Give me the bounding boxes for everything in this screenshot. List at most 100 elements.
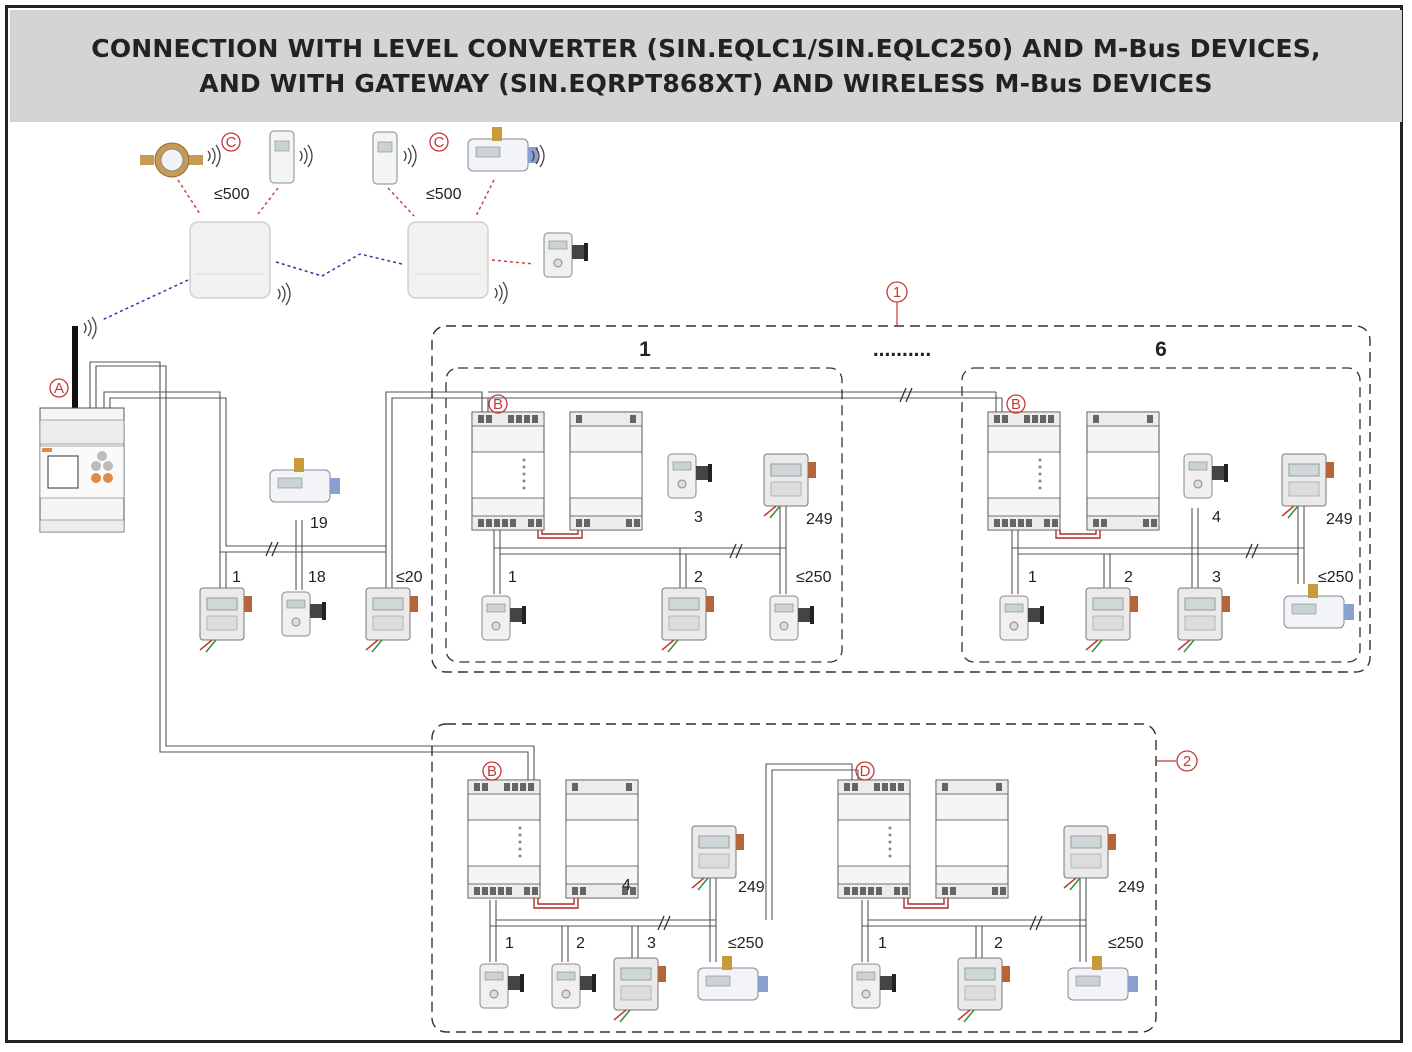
water-meter-icon — [140, 142, 203, 178]
meter-label: 249 — [1326, 511, 1353, 528]
ultrasonic-meter-icon — [697, 955, 769, 1001]
meter-label: 1 — [1028, 569, 1037, 586]
wireless-waves-icon — [207, 144, 221, 168]
meter-label: ≤250 — [1108, 935, 1144, 952]
power-supply-module — [935, 779, 1009, 899]
wireless-section: C C ≤500 ≤500 — [101, 126, 589, 321]
wireless-waves-icon — [403, 144, 417, 168]
ultrasonic-meter-icon — [467, 126, 539, 172]
marker-c-right-label: C — [434, 134, 445, 151]
antenna — [72, 326, 78, 412]
marker-c-left-label: C — [226, 134, 237, 151]
meter-label: 3 — [1212, 569, 1221, 586]
heat-meter-icon — [661, 587, 715, 653]
wireless-waves-icon — [277, 282, 291, 306]
direct-bus-meters: 19 1 18 ≤20 — [199, 457, 423, 653]
ultrasonic-meter-icon — [269, 457, 341, 503]
marker-b-label: B — [493, 396, 503, 413]
gateway-repeater-left — [189, 221, 271, 299]
group-1-boundary — [431, 325, 1371, 673]
power-links — [533, 530, 1101, 909]
water-meter-icon — [769, 595, 815, 641]
heat-cost-allocator-icon — [269, 130, 295, 184]
water-meter-icon — [551, 963, 597, 1009]
marker-a-label: A — [54, 380, 64, 397]
marker-c-right — [429, 132, 449, 152]
meter-label: 4 — [622, 877, 631, 894]
water-meter-icon — [999, 595, 1045, 641]
gateway-repeater-right — [407, 221, 489, 299]
meter-label: 249 — [738, 879, 765, 896]
level-converter-module — [837, 779, 911, 899]
meter-label: 3 — [647, 935, 656, 952]
marker-b-label: B — [1011, 396, 1021, 413]
heat-meter-icon — [957, 957, 1011, 1023]
meter-label: 2 — [576, 935, 585, 952]
group-1-unit-first — [445, 367, 843, 663]
wireless-waves-icon — [299, 144, 313, 168]
meter-label-19: 19 — [310, 515, 328, 532]
meter-label-20: ≤20 — [396, 569, 423, 586]
marker-d-label: D — [860, 763, 871, 780]
wireless-limit-right: ≤500 — [426, 186, 462, 203]
wireless-meter-links — [177, 179, 535, 265]
meter-label: 3 — [694, 509, 703, 526]
title-banner: CONNECTION WITH LEVEL CONVERTER (SIN.EQL… — [10, 10, 1402, 122]
level-converter-module — [987, 411, 1061, 531]
title-line-2: AND WITH GATEWAY (SIN.EQRPT868XT) AND WI… — [199, 69, 1213, 98]
heat-meter-icon — [365, 587, 419, 653]
group-1-unit-last — [961, 367, 1361, 663]
water-meter-icon — [281, 591, 327, 637]
group-1-dots: .......... — [873, 338, 931, 361]
level-converter-module — [467, 779, 541, 899]
power-supply-module — [1086, 411, 1160, 531]
power-supply-module — [569, 411, 643, 531]
marker-2-label: 2 — [1183, 753, 1191, 770]
group-1: 1 1 .......... 6 B 3 249 1 2 ≤250 B 4 24… — [431, 281, 1371, 673]
heat-meter-icon — [763, 453, 817, 519]
heat-meter-icon — [1177, 587, 1231, 653]
title-line-1: CONNECTION WITH LEVEL CONVERTER (SIN.EQL… — [91, 34, 1321, 63]
master-controller: A — [39, 316, 125, 533]
wireless-waves-icon — [494, 281, 508, 305]
meter-label: 1 — [508, 569, 517, 586]
wireless-water-meter-icon — [543, 232, 589, 278]
level-converter-module — [471, 411, 545, 531]
water-meter-icon — [851, 963, 897, 1009]
controller-display — [47, 455, 79, 489]
meter-label: 249 — [806, 511, 833, 528]
heat-meter-icon — [613, 957, 667, 1023]
heat-meter-icon — [691, 825, 745, 891]
water-meter-icon — [667, 453, 713, 499]
group-1-header-last: 6 — [1155, 338, 1167, 361]
meter-label-1: 1 — [232, 569, 241, 586]
marker-c-left — [221, 132, 241, 152]
meter-label: ≤250 — [728, 935, 764, 952]
meter-label: 2 — [1124, 569, 1133, 586]
meter-label: 1 — [878, 935, 887, 952]
ultrasonic-meter-icon — [1283, 583, 1355, 629]
meter-label: 249 — [1118, 879, 1145, 896]
heat-meter-icon — [1085, 587, 1139, 653]
meter-label: 2 — [994, 935, 1003, 952]
marker-1-label: 1 — [893, 284, 901, 301]
cable-break-marks — [265, 387, 1259, 931]
water-meter-icon — [481, 595, 527, 641]
meter-label: ≤250 — [1318, 569, 1354, 586]
group-2-boundary — [431, 723, 1157, 1033]
meter-label: ≤250 — [796, 569, 832, 586]
group-1-header-first: 1 — [639, 338, 651, 361]
marker-b-label: B — [487, 763, 497, 780]
heat-meter-icon — [1281, 453, 1335, 519]
group-2: 2 B 4 249 1 2 3 ≤250 D 249 1 2 ≤250 — [431, 723, 1198, 1033]
heat-meter-icon — [199, 587, 253, 653]
meter-label: 4 — [1212, 509, 1221, 526]
meter-label: 1 — [505, 935, 514, 952]
wireless-gateway-links — [101, 253, 403, 321]
meter-label: 2 — [694, 569, 703, 586]
ultrasonic-meter-icon — [1067, 955, 1139, 1001]
heat-cost-allocator-icon — [372, 131, 398, 185]
meter-label-18: 18 — [308, 569, 326, 586]
water-meter-icon — [1183, 453, 1229, 499]
